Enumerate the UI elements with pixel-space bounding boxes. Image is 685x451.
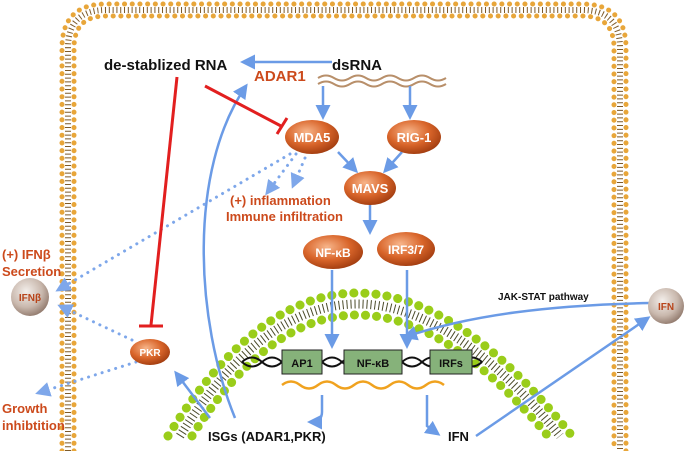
svg-text:IFN: IFN <box>658 302 674 313</box>
arrow-rig1-to-mavs <box>382 151 403 174</box>
label-growth-1: Growth <box>2 401 48 416</box>
activation-arrows <box>174 54 651 438</box>
label-ifn-out: IFN <box>448 429 469 444</box>
label-inflammation: (+) inflammation <box>230 193 331 208</box>
label-immune-infiltration: Immune infiltration <box>226 209 343 224</box>
node-rig1: RIG-1 <box>387 120 441 154</box>
arrow-jakstat-to-dna <box>402 301 651 341</box>
node-irf37: IRF3/7 <box>377 232 435 266</box>
dotted-mda5-to-inflammation-2 <box>265 152 298 196</box>
arrow-mrna-to-isgs <box>307 395 324 430</box>
label-dsrna: dsRNA <box>332 57 382 74</box>
label-jak-stat: JAK-STAT pathway <box>498 292 589 303</box>
arrow-isgs-to-pkr <box>174 370 211 419</box>
svg-text:MDA5: MDA5 <box>294 130 331 145</box>
dna-box-nfkb: NF-κB <box>343 349 403 375</box>
arrow-mda5-to-mavs <box>337 151 359 174</box>
label-ifnb-secretion-1: (+) IFNβ <box>2 247 51 262</box>
cell-membrane-tails <box>65 7 623 451</box>
cell-membrane-outer <box>59 1 629 451</box>
cell-membrane <box>59 1 629 451</box>
svg-text:NF-κB: NF-κB <box>357 358 389 370</box>
svg-text:IRFs: IRFs <box>439 358 463 370</box>
node-ifn: IFN <box>648 288 684 324</box>
node-mavs: MAVS <box>344 171 396 205</box>
dotted-arrows <box>35 152 307 397</box>
dotted-pkr-to-growth <box>35 360 138 397</box>
node-pkr: PKR <box>130 339 170 365</box>
arrow-ifn-to-outside <box>475 316 651 438</box>
svg-text:IFNβ: IFNβ <box>19 293 41 304</box>
arrow-isgs-to-adar1 <box>202 83 248 419</box>
node-mda5: MDA5 <box>285 120 339 154</box>
node-nfkb: NF-κB <box>303 235 363 269</box>
label-isgs: ISGs (ADAR1,PKR) <box>208 429 326 444</box>
dotted-mda5-to-ifnb <box>55 152 292 292</box>
mrna-wave <box>281 380 445 390</box>
cell-membrane-inner <box>71 13 617 451</box>
dotted-mda5-to-inflammation <box>290 156 307 189</box>
inhibit-destabilized-to-pkr <box>149 76 179 326</box>
svg-text:RIG-1: RIG-1 <box>397 130 432 145</box>
svg-text:MAVS: MAVS <box>352 181 389 196</box>
label-adar1: ADAR1 <box>254 68 306 85</box>
node-ifnb: IFNβ <box>11 278 49 316</box>
inhibition-lines <box>139 76 289 328</box>
dna-box-irfs: IRFs <box>429 349 473 375</box>
inhibit-adar1-to-mda5 <box>204 84 282 128</box>
svg-text:IRF3/7: IRF3/7 <box>388 243 424 257</box>
label-ifnb-secretion-2: Secretion <box>2 264 61 279</box>
label-destabilized-rna: de-stablized RNA <box>104 57 228 74</box>
dotted-pkr-to-ifnb <box>57 304 134 342</box>
arrow-mrna-to-ifn <box>423 395 441 436</box>
label-growth-2: inhibtition <box>2 418 65 433</box>
inhibit-adar1-to-mda5-bar <box>275 117 289 135</box>
dna-box-ap1: AP1 <box>281 349 323 375</box>
svg-text:AP1: AP1 <box>291 358 312 370</box>
svg-text:NF-κB: NF-κB <box>315 246 351 260</box>
dsrna-strand <box>317 74 447 88</box>
svg-text:PKR: PKR <box>139 348 161 359</box>
nuclear-membrane-inner <box>187 310 553 441</box>
